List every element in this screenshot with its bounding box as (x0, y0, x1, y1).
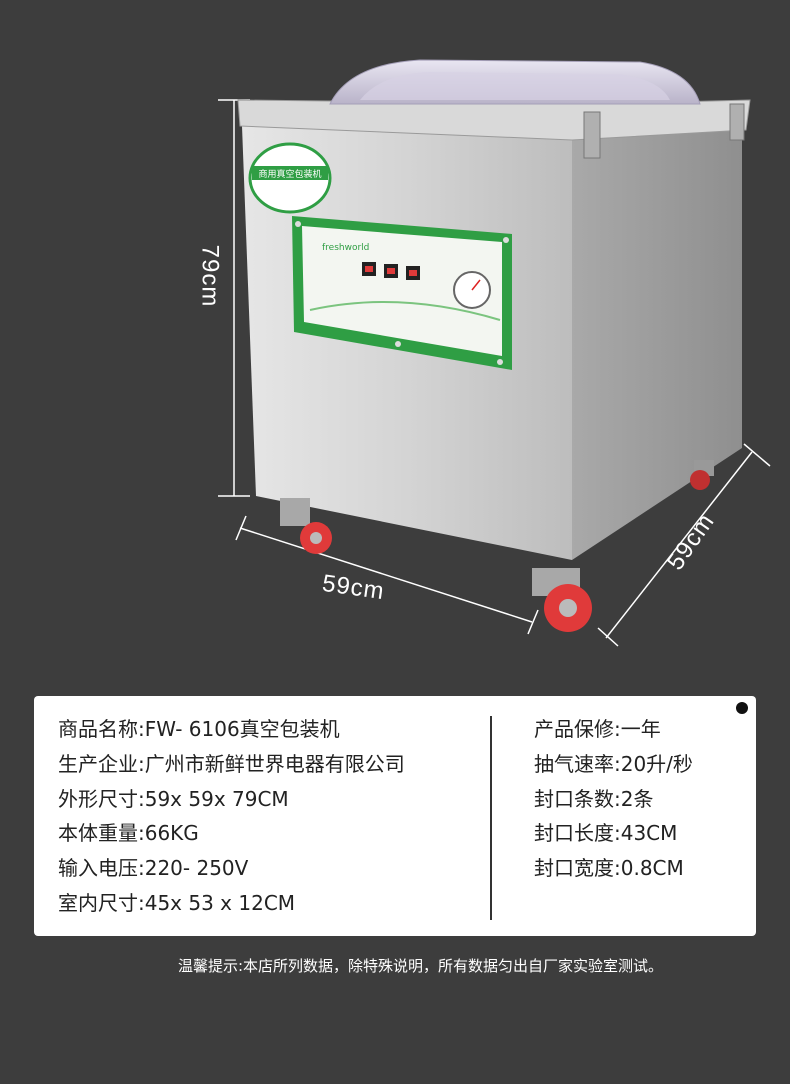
column-divider (490, 716, 492, 920)
spec-product-name: 商品名称:FW- 6106真空包装机 (58, 717, 340, 741)
spec-outer-size: 外形尺寸:59x 59x 79CM (58, 786, 289, 811)
spec-warranty: 产品保修:一年 (534, 717, 661, 741)
sticker-text: 商用真空包装机 (258, 168, 321, 180)
cabinet-side (572, 110, 742, 560)
spec-pump-rate: 抽气速率:20升/秒 (534, 751, 693, 776)
spec-list-left: 商品名称:FW- 6106真空包装机 生产企业:广州市新鲜世界电器有限公司 外形… (58, 712, 405, 921)
footnote: 温馨提示:本店所列数据，除特殊说明，所有数据匀出自厂家实验室测试。 (178, 957, 664, 975)
product-photo: 商用真空包装机 freshworld (196, 59, 771, 647)
card-dot-icon (736, 702, 748, 714)
panel-brand: freshworld (322, 243, 369, 253)
spec-manufacturer: 生产企业:广州市新鲜世界电器有限公司 (58, 751, 405, 776)
height-dimension-label: 79cm (196, 244, 224, 308)
spec-card: 商品名称:FW- 6106真空包装机 生产企业:广州市新鲜世界电器有限公司 外形… (34, 696, 756, 936)
spec-chamber-size: 室内尺寸:45x 53 x 12CM (58, 890, 296, 915)
caster-front-right (532, 568, 592, 632)
spec-seal-width: 封口宽度:0.8CM (534, 856, 684, 881)
vacuum-machine-illustration: 商用真空包装机 freshworld (218, 59, 771, 647)
spec-voltage: 输入电压:220- 250V (58, 856, 249, 881)
hinge-front (583, 111, 601, 159)
control-panel: freshworld (292, 216, 512, 370)
spec-list-right: 产品保修:一年 抽气速率:20升/秒 封口条数:2条 封口长度:43CM 封口宽… (534, 712, 693, 886)
brand-sticker: 商用真空包装机 (248, 142, 332, 214)
caster-back-right (690, 460, 714, 490)
spec-seal-length: 封口长度:43CM (534, 821, 678, 846)
spec-seal-count: 封口条数:2条 (534, 786, 654, 811)
caster-front-left (280, 498, 332, 554)
dimension-lines (218, 99, 771, 647)
spec-weight: 本体重量:66KG (58, 821, 199, 846)
